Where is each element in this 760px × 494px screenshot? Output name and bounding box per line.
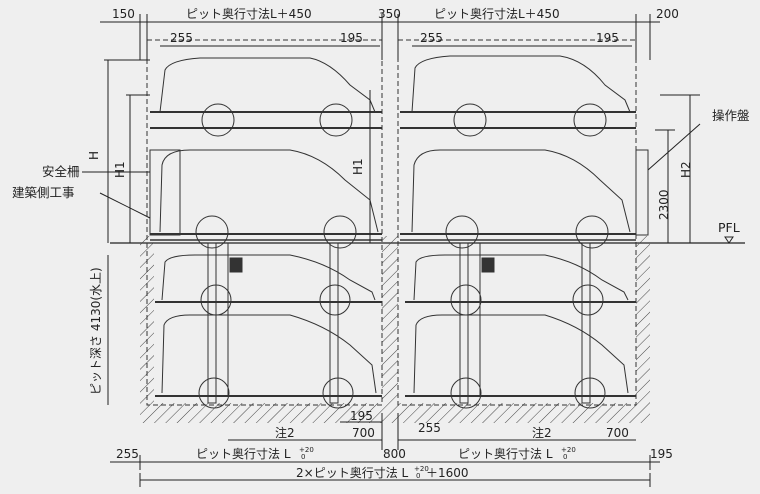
tol-zero-right: 0 bbox=[563, 453, 567, 461]
dim-pit-depth: ピット深さ 4130(水上) bbox=[89, 267, 103, 395]
pit-wall-center bbox=[382, 243, 398, 403]
label-building-work: 建築側工事 bbox=[12, 185, 75, 200]
pfl-marker-icon bbox=[724, 236, 734, 244]
note-left: 注2 bbox=[275, 425, 295, 440]
right-unit bbox=[397, 39, 649, 409]
leader-control-panel bbox=[647, 123, 701, 171]
label-control-panel: 操作盤 bbox=[712, 108, 750, 123]
dim-pit-left: ピット奥行寸法L＋450 bbox=[186, 7, 312, 21]
dim-700-left: 700 bbox=[352, 426, 375, 440]
dim-255-center: 255 bbox=[418, 421, 441, 435]
dim-left-inner: 195 bbox=[340, 31, 363, 45]
leader-building-work bbox=[99, 192, 151, 219]
top-dimension-lines bbox=[100, 14, 660, 60]
note-right: 注2 bbox=[532, 425, 552, 440]
dim-pit-right: ピット奥行寸法L＋450 bbox=[434, 7, 560, 21]
dim-left-margin: 150 bbox=[112, 7, 135, 21]
dim-h2: H2 bbox=[679, 161, 693, 178]
dim-h1-left: H1 bbox=[113, 161, 127, 178]
dim-left-offset: 255 bbox=[170, 31, 193, 45]
dim-total: 2×ピット奥行寸法 L bbox=[296, 466, 409, 480]
pit-floor bbox=[140, 403, 650, 423]
dim-h: H bbox=[87, 151, 101, 160]
dim-255-left: 255 bbox=[116, 447, 139, 461]
dim-pit-bottom-right: ピット奥行寸法 L bbox=[458, 447, 553, 461]
dim-h1-center: H1 bbox=[351, 158, 365, 175]
dim-pit-bottom-left: ピット奥行寸法 L bbox=[196, 447, 291, 461]
dim-right-inner: 195 bbox=[596, 31, 619, 45]
dim-right-margin: 200 bbox=[656, 7, 679, 21]
tol-plus-right: +20 bbox=[561, 446, 576, 454]
bottom-dimension-lines bbox=[110, 413, 660, 487]
dim-195-bottom: 195 bbox=[350, 409, 373, 423]
label-pfl: PFL bbox=[718, 220, 740, 235]
dim-195-right: 195 bbox=[650, 447, 673, 461]
dim-right-offset: 255 bbox=[420, 31, 443, 45]
dim-total-suffix: ＋1600 bbox=[426, 466, 469, 480]
curb-right bbox=[636, 236, 650, 243]
dim-2300: 2300 bbox=[657, 189, 671, 220]
tol-plus-total: +20 bbox=[414, 465, 429, 473]
label-safety-fence: 安全柵 bbox=[42, 164, 80, 179]
pit-wall-right bbox=[636, 243, 650, 403]
tol-plus-left: +20 bbox=[299, 446, 314, 454]
tol-zero-total: 0 bbox=[416, 472, 420, 480]
vertical-dimension-lines bbox=[104, 59, 700, 405]
dim-700-right: 700 bbox=[606, 426, 629, 440]
left-unit bbox=[146, 39, 383, 409]
tol-zero-left: 0 bbox=[301, 453, 305, 461]
dim-800: 800 bbox=[383, 447, 406, 461]
curb-center bbox=[382, 236, 398, 243]
dim-gap: 350 bbox=[378, 7, 401, 21]
